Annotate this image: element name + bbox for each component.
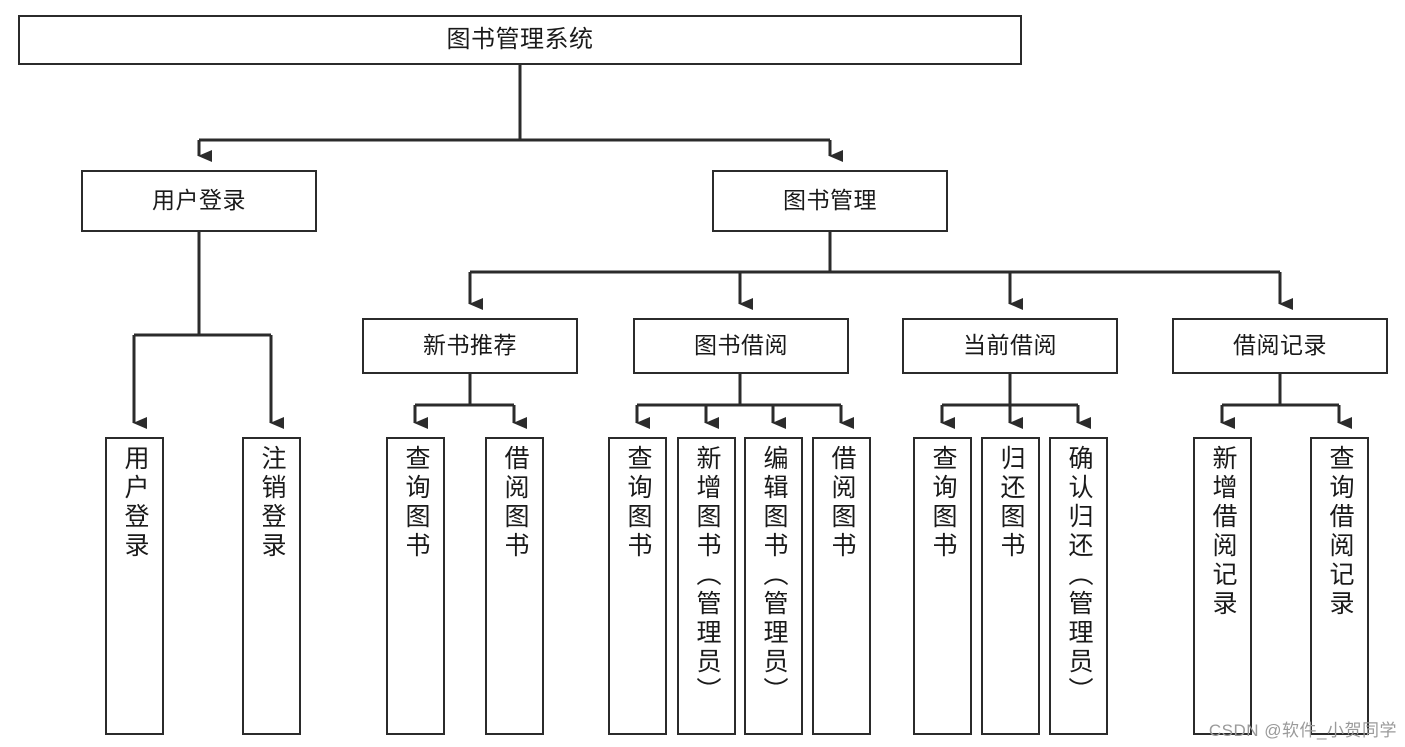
leaf-user-login-logout[interactable]: 注销登录: [242, 437, 301, 735]
leaf-borrow-query-book[interactable]: 查询图书: [608, 437, 667, 735]
node-label: 借阅记录: [1233, 332, 1327, 359]
leaf-new-book-query[interactable]: 查询图书: [386, 437, 445, 735]
node-label: 注销登录: [258, 445, 286, 561]
node-root-system[interactable]: 图书管理系统: [18, 15, 1022, 65]
node-label: 借阅图书: [501, 445, 529, 561]
node-label: 新书推荐: [423, 332, 517, 359]
node-label: 确认归还（管理员）: [1065, 445, 1093, 706]
leaf-borrow-borrow-book[interactable]: 借阅图书: [812, 437, 871, 735]
node-new-book-recommend[interactable]: 新书推荐: [362, 318, 578, 374]
leaf-records-query-record[interactable]: 查询借阅记录: [1310, 437, 1369, 735]
node-user-login[interactable]: 用户登录: [81, 170, 317, 232]
node-label: 查询借阅记录: [1326, 445, 1354, 619]
leaf-borrow-edit-book-admin[interactable]: 编辑图书（管理员）: [744, 437, 803, 735]
node-label: 图书管理系统: [446, 25, 594, 53]
node-label: 图书管理: [783, 187, 877, 214]
node-current-borrow[interactable]: 当前借阅: [902, 318, 1118, 374]
leaf-user-login-login[interactable]: 用户登录: [105, 437, 164, 735]
node-label: 用户登录: [121, 445, 149, 561]
leaf-records-add-record[interactable]: 新增借阅记录: [1193, 437, 1252, 735]
leaf-new-book-borrow[interactable]: 借阅图书: [485, 437, 544, 735]
node-label: 查询图书: [929, 445, 957, 561]
node-label: 当前借阅: [963, 332, 1057, 359]
node-label: 归还图书: [997, 445, 1025, 561]
node-label: 借阅图书: [828, 445, 856, 561]
node-label: 图书借阅: [694, 332, 788, 359]
node-label: 编辑图书（管理员）: [760, 445, 788, 706]
node-book-borrow[interactable]: 图书借阅: [633, 318, 849, 374]
leaf-current-return-book[interactable]: 归还图书: [981, 437, 1040, 735]
node-label: 新增图书（管理员）: [693, 445, 721, 706]
node-label: 用户登录: [152, 187, 246, 214]
node-label: 新增借阅记录: [1209, 445, 1237, 619]
node-label: 查询图书: [624, 445, 652, 561]
leaf-current-confirm-return-admin[interactable]: 确认归还（管理员）: [1049, 437, 1108, 735]
node-label: 查询图书: [402, 445, 430, 561]
node-book-management[interactable]: 图书管理: [712, 170, 948, 232]
node-borrow-records[interactable]: 借阅记录: [1172, 318, 1388, 374]
leaf-borrow-add-book-admin[interactable]: 新增图书（管理员）: [677, 437, 736, 735]
leaf-current-query-book[interactable]: 查询图书: [913, 437, 972, 735]
